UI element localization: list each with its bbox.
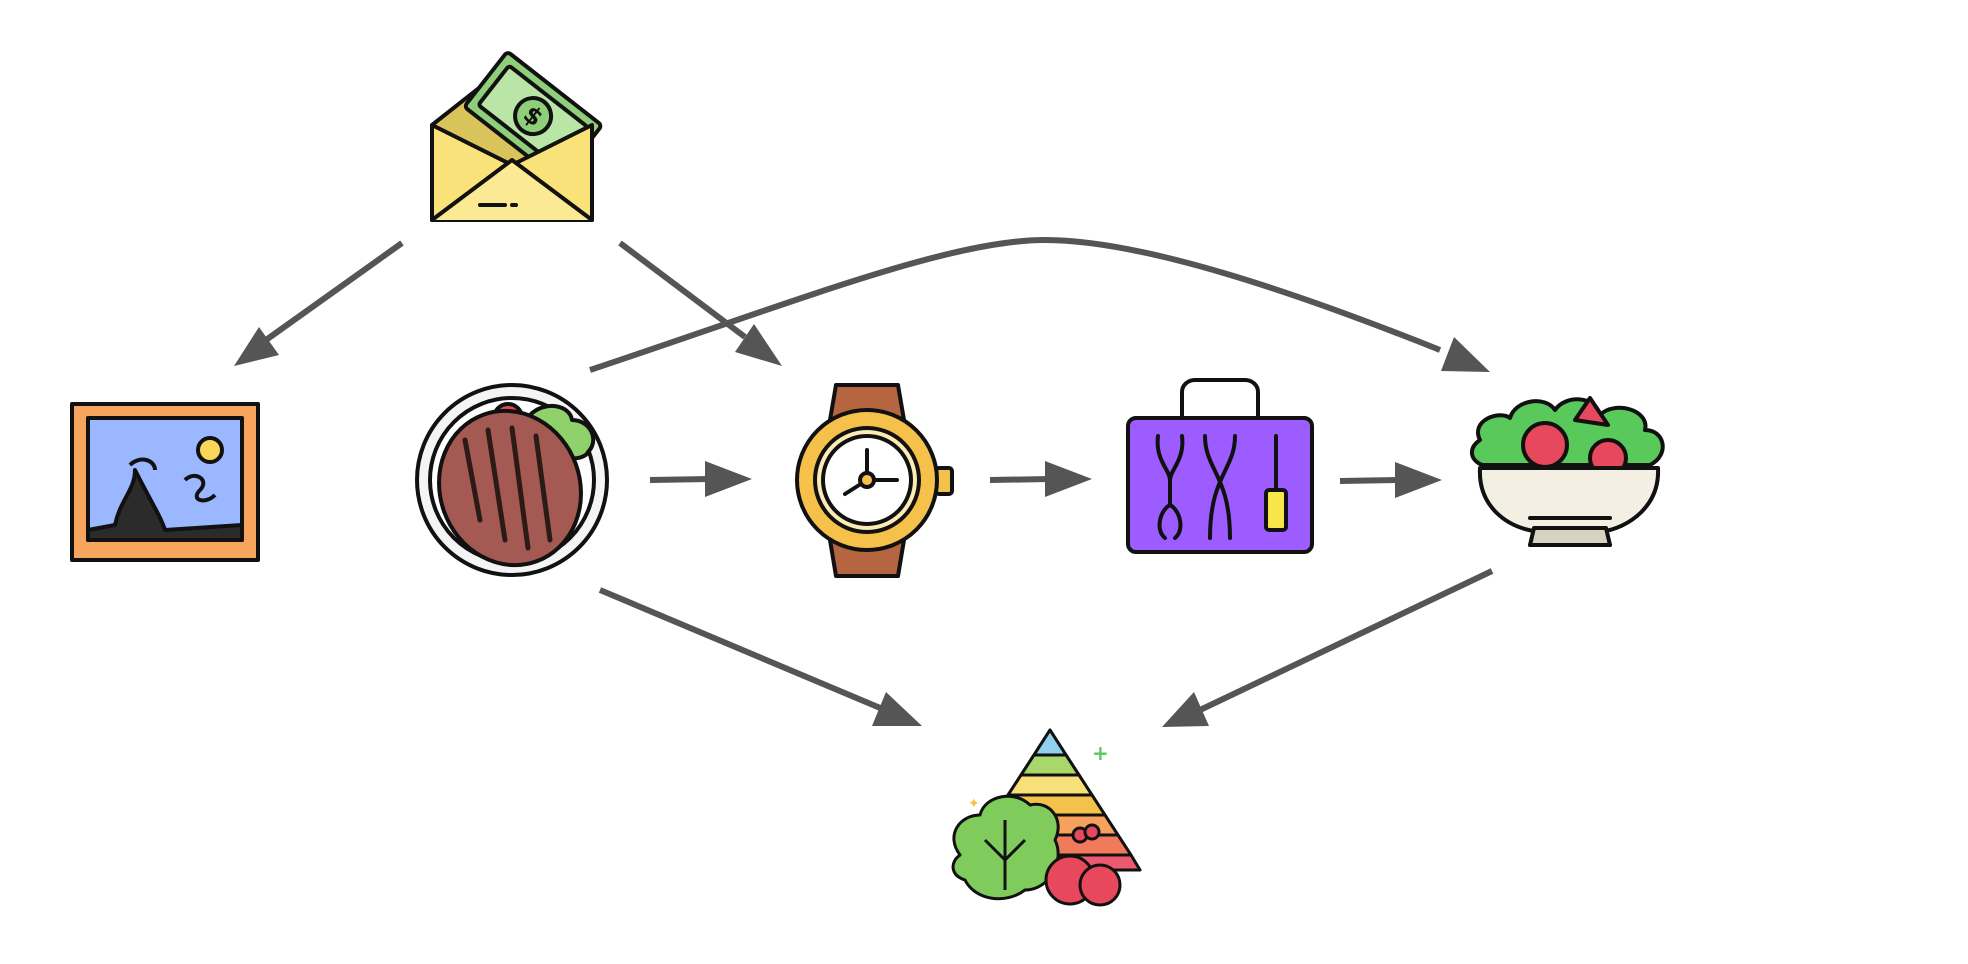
food-pyramid-icon: + ✦ [951, 728, 1142, 907]
arrowhead-salad-from-toolbox [1395, 462, 1442, 498]
arrowhead-toolbox [1045, 461, 1092, 497]
edge-toolbox-to-salad [1339, 477, 1401, 484]
arrowhead-pyramid-from-salad [1162, 692, 1209, 727]
wristwatch-icon [795, 383, 954, 578]
arrowhead-watch-from-steak [705, 461, 752, 497]
edge-money-envelope-to-painting [264, 240, 404, 343]
arrowhead-painting [234, 327, 279, 366]
edge-steak-to-watch [649, 476, 711, 483]
edge-salad-to-food-pyramid [1198, 568, 1494, 713]
toolbox-icon [1126, 378, 1314, 554]
arrowhead-pyramid-from-steak [872, 692, 922, 726]
edge-steak-to-salad [589, 236, 1442, 373]
svg-text:✦: ✦ [968, 796, 980, 812]
framed-painting-icon [70, 402, 260, 562]
edges [234, 236, 1494, 727]
arrowhead-watch-from-envelope [735, 324, 782, 366]
edge-steak-to-food-pyramid [598, 587, 887, 713]
edge-watch-to-toolbox [989, 476, 1051, 483]
svg-text:+: + [1092, 741, 1109, 765]
money-envelope-icon: $ [430, 51, 603, 222]
steak-plate-icon [415, 383, 609, 577]
arrowhead-salad-from-steak [1441, 337, 1490, 372]
salad-bowl-icon [1470, 396, 1665, 547]
